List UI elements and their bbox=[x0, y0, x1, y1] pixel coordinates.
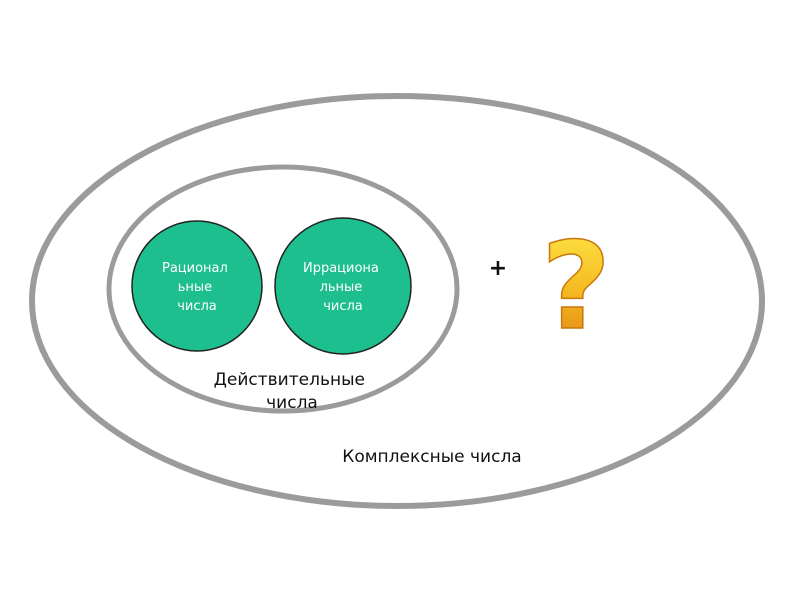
irrational-label-line-3: числа bbox=[323, 299, 363, 314]
rational-label-line-2: ьные bbox=[178, 280, 212, 295]
rational-label-line-1: Рационал bbox=[162, 261, 228, 276]
plus-sign: + bbox=[489, 256, 507, 281]
complex-numbers-label: Комплексные числа bbox=[342, 447, 521, 467]
real-label-line-1: Действительные bbox=[214, 370, 365, 390]
irrational-label-line-2: льные bbox=[320, 280, 363, 295]
real-label-line-2: числа bbox=[266, 393, 318, 413]
question-mark-icon: ? bbox=[541, 218, 611, 357]
rational-label-line-3: числа bbox=[177, 299, 217, 314]
irrational-label-line-1: Иррациона bbox=[303, 261, 379, 276]
